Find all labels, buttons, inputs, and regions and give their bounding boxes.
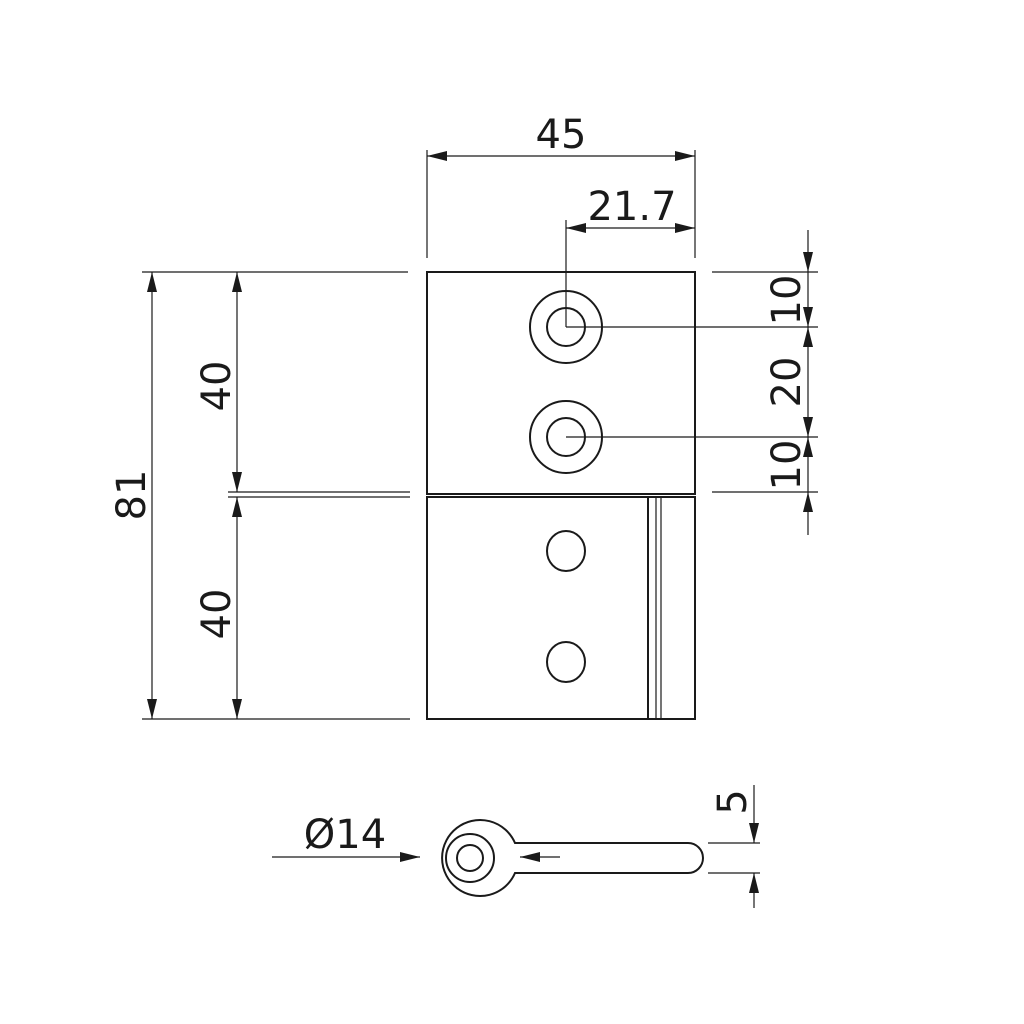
lower-leaf <box>426 496 696 720</box>
dim-pin-diameter: Ø14 <box>272 812 560 862</box>
dim-label-hole-bottom-offset: 10 <box>764 440 810 491</box>
dim-lower-leaf-height: 40 <box>194 497 242 719</box>
upper-leaf <box>426 271 696 495</box>
dim-label-overall-height: 81 <box>109 470 155 521</box>
extension-lines-right <box>566 271 818 493</box>
dim-overall-width: 45 <box>426 112 696 258</box>
dim-overall-height: 81 <box>109 272 157 719</box>
dim-label-hole-top-offset: 10 <box>764 275 810 326</box>
dim-label-hole-offset: 21.7 <box>587 184 676 230</box>
dim-label-hole-spacing: 20 <box>764 357 810 408</box>
dim-hole-offset: 21.7 <box>565 184 695 327</box>
dim-upper-leaf-height: 40 <box>194 272 242 492</box>
dim-label-pin-diameter: Ø14 <box>304 812 386 858</box>
dim-vertical-chain: 10 20 10 <box>764 230 813 535</box>
lower-hole-1 <box>546 530 586 572</box>
dim-label-upper-leaf-height: 40 <box>194 361 240 412</box>
lower-hole-2 <box>546 641 586 683</box>
dim-label-lower-leaf-height: 40 <box>194 589 240 640</box>
dim-label-leaf-thickness: 5 <box>710 789 756 814</box>
dim-label-overall-width: 45 <box>536 112 587 158</box>
extension-lines-left <box>142 271 410 720</box>
dim-leaf-thickness: 5 <box>708 785 760 908</box>
plan-view <box>441 819 704 897</box>
